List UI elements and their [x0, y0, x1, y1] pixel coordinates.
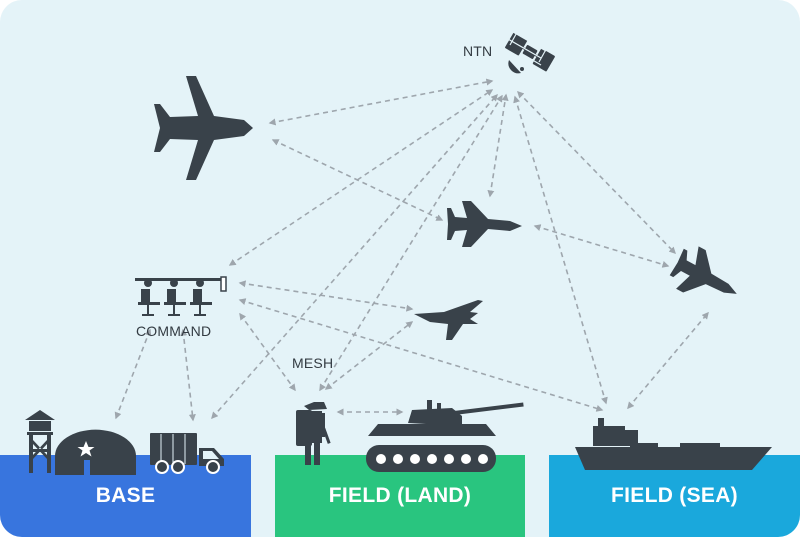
- base-zone-label: BASE: [0, 455, 251, 537]
- field-land-zone-label: FIELD (LAND): [275, 455, 525, 537]
- command-label: COMMAND: [136, 323, 211, 339]
- field-sea-zone-label: FIELD (SEA): [549, 455, 800, 537]
- mesh-label: MESH: [292, 355, 333, 371]
- ntn-label: NTN: [463, 43, 492, 59]
